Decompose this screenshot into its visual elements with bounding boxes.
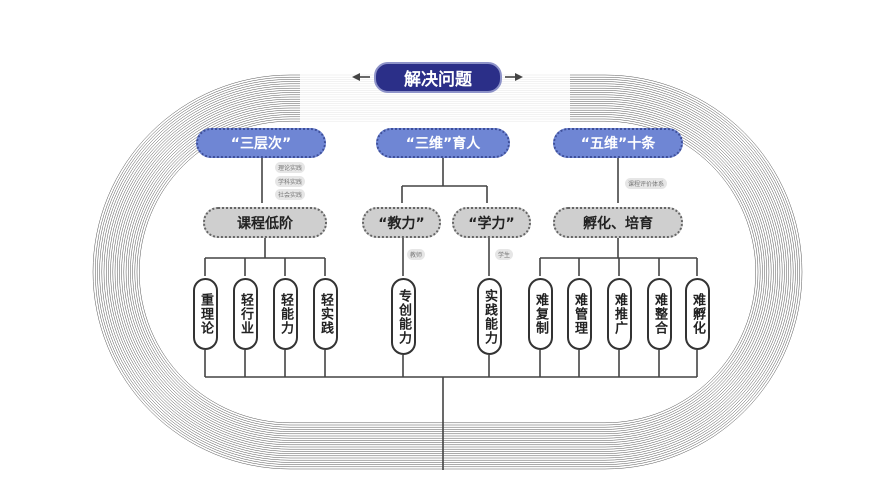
track-ring	[136, 118, 759, 426]
leaf-node: 难推广	[607, 278, 632, 350]
track-ring	[99, 81, 796, 463]
track-ring	[101, 83, 794, 461]
tag: 课程评价体系	[625, 178, 668, 189]
leaf-node: 轻实践	[313, 278, 338, 350]
course-low-level-node: 课程低阶	[203, 207, 327, 238]
three-levels-node: “三层次”	[196, 128, 326, 158]
five-dimension-node: “五维”十条	[553, 128, 683, 158]
track-ring	[114, 96, 781, 448]
leaf-node: 轻能力	[273, 278, 298, 350]
stadium-track	[92, 74, 803, 470]
three-dimension-node: “三维”育人	[376, 128, 510, 158]
tag: 社会实践	[275, 189, 306, 200]
track-ring	[139, 120, 756, 424]
track-ring	[112, 94, 783, 450]
track-ring	[121, 103, 774, 441]
track-ring	[125, 107, 770, 437]
leaf-node: 轻行业	[233, 278, 258, 350]
track-ring	[97, 79, 798, 465]
track-ring	[95, 76, 800, 468]
learning-power-node: “学力”	[452, 207, 531, 238]
track-ring	[134, 116, 761, 428]
track-ring	[123, 105, 772, 439]
track-ring	[132, 114, 763, 430]
leaf-node: 重理论	[193, 278, 218, 350]
leaf-node: 专创能力	[391, 278, 416, 355]
track-ring	[127, 109, 768, 435]
track-ring	[92, 74, 803, 470]
track-ring	[103, 85, 792, 459]
teaching-power-node: “教力”	[362, 207, 441, 238]
tag: 学科实践	[275, 176, 306, 187]
track-ring	[105, 87, 790, 457]
tag: 学生	[495, 249, 514, 260]
track-ring	[130, 112, 765, 432]
solve-problem-title: 解决问题	[374, 62, 502, 93]
tag: 理论实践	[275, 162, 306, 173]
leaf-node: 难复制	[528, 278, 553, 350]
leaf-node: 实践能力	[477, 278, 502, 355]
track-ring	[108, 90, 787, 454]
leaf-node: 难整合	[647, 278, 672, 350]
track-ring	[110, 92, 785, 452]
tag: 教师	[407, 249, 426, 260]
track-ring	[119, 101, 776, 443]
leaf-node: 难孵化	[685, 278, 710, 350]
incubate-node: 孵化、培育	[553, 207, 683, 238]
track-ring	[116, 98, 779, 446]
leaf-node: 难管理	[567, 278, 592, 350]
